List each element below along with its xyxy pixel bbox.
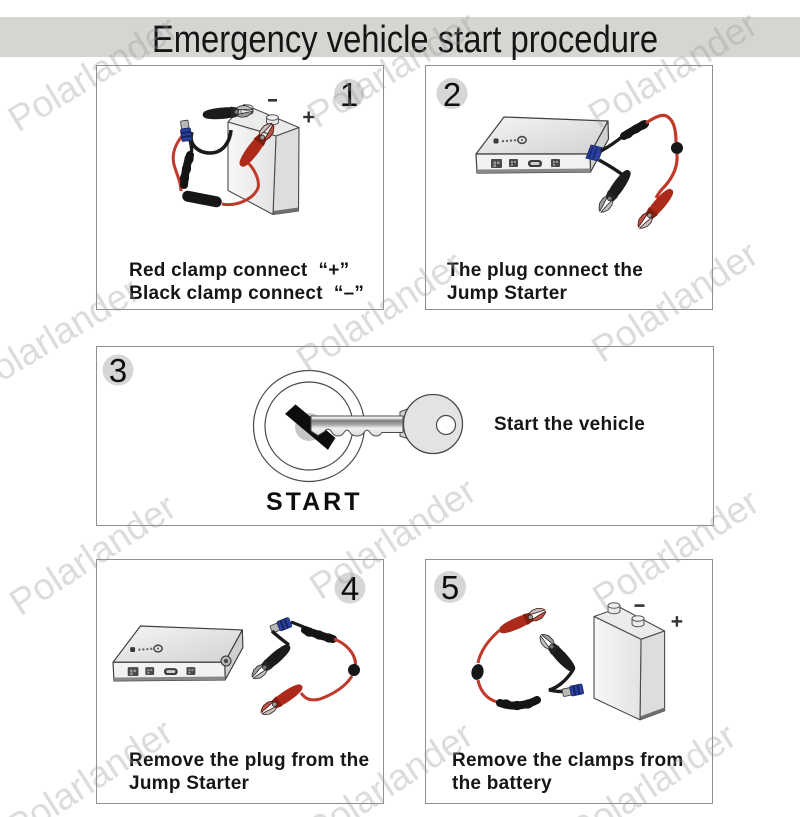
svg-text:Polarlander: Polarlander	[1, 7, 184, 140]
svg-text:Polarlander: Polarlander	[302, 470, 483, 607]
svg-text:Polarlander: Polarlander	[584, 233, 765, 370]
svg-text:Polarlander: Polarlander	[0, 269, 146, 402]
svg-text:Polarlander: Polarlander	[300, 3, 483, 136]
svg-text:Polarlander: Polarlander	[0, 711, 180, 817]
svg-text:Polarlander: Polarlander	[2, 486, 183, 623]
svg-text:Polarlander: Polarlander	[562, 715, 743, 817]
svg-text:Polarlander: Polarlander	[581, 3, 764, 136]
svg-text:Polarlander: Polarlander	[289, 243, 470, 380]
svg-text:Polarlander: Polarlander	[299, 714, 480, 817]
svg-text:Polarlander: Polarlander	[585, 481, 766, 618]
